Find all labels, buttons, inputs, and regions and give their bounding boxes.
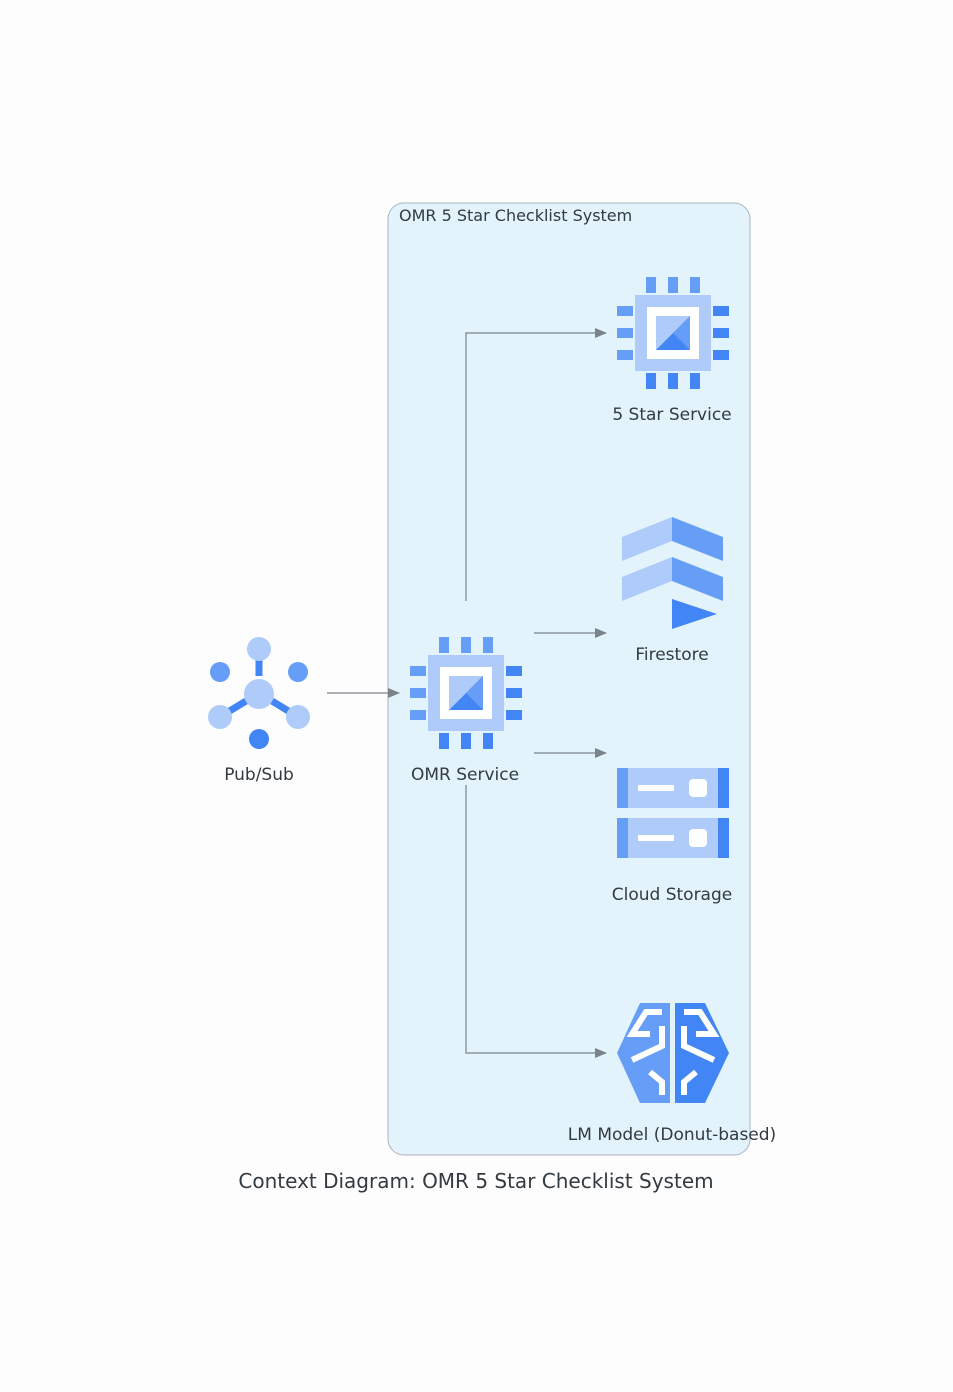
node-label: OMR Service (411, 765, 519, 785)
edge-omr-to-5star (465, 328, 607, 601)
system-boundary (387, 202, 751, 1156)
cluster-label: OMR 5 Star Checklist System (399, 206, 632, 225)
node-label: Cloud Storage (612, 885, 732, 905)
node-label: LM Model (Donut-based) (568, 1125, 776, 1145)
node-pubsub[interactable]: Pub/Sub (208, 637, 310, 785)
node-5-star-service[interactable]: 5 Star Service (612, 277, 732, 425)
cloud-storage-icon (617, 768, 729, 858)
node-label: Pub/Sub (224, 765, 294, 785)
firestore-icon (622, 517, 723, 629)
ai-brain-icon (617, 1003, 729, 1103)
diagram-title: Context Diagram: OMR 5 Star Checklist Sy… (238, 1169, 713, 1193)
node-lm-model[interactable]: LM Model (Donut-based) (568, 1003, 776, 1145)
node-label: 5 Star Service (612, 405, 731, 425)
edges (327, 328, 607, 1058)
edge-omr-to-lm (465, 785, 607, 1058)
node-omr-service[interactable]: OMR Service (410, 637, 522, 785)
node-cloud-storage[interactable]: Cloud Storage (612, 768, 732, 905)
node-firestore[interactable]: Firestore (622, 517, 723, 665)
node-label: Firestore (635, 645, 708, 665)
pubsub-icon (208, 637, 310, 749)
